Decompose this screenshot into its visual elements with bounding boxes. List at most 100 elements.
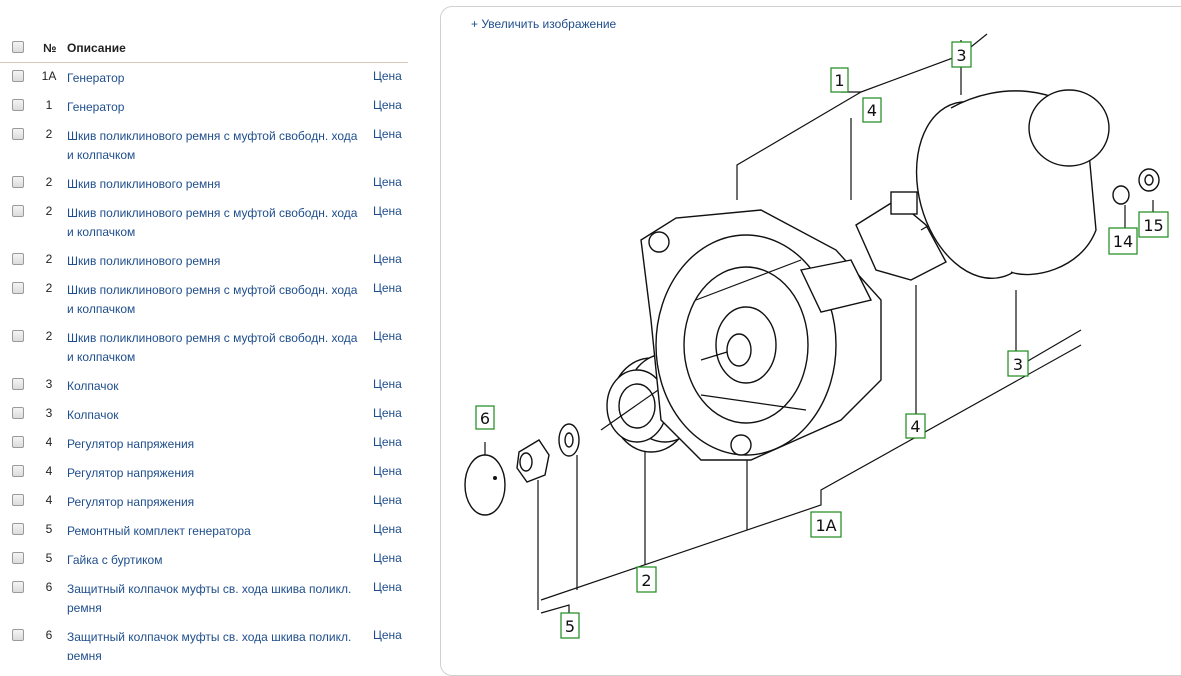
row-checkbox[interactable]	[12, 176, 24, 188]
table-row: 4 Регулятор напряжения Цена	[0, 492, 408, 521]
table-row: 2 Шкив поликлинового ремня с муфтой свобо…	[0, 328, 408, 376]
row-description-link[interactable]: Шкив поликлинового ремня с муфтой свобод…	[67, 331, 358, 364]
svg-text:5: 5	[565, 617, 575, 636]
row-price-link[interactable]: Цена	[373, 69, 402, 83]
row-price-link[interactable]: Цена	[373, 406, 402, 420]
row-checkbox[interactable]	[12, 128, 24, 140]
row-checkbox[interactable]	[12, 465, 24, 477]
callout-6: 6	[475, 405, 495, 430]
row-description-link[interactable]: Генератор	[67, 71, 125, 85]
row-price-link[interactable]: Цена	[373, 522, 402, 536]
row-checkbox[interactable]	[12, 282, 24, 294]
row-price-link[interactable]: Цена	[373, 329, 402, 343]
row-checkbox[interactable]	[12, 99, 24, 111]
row-description-link[interactable]: Ремонтный комплект генератора	[67, 524, 251, 538]
row-checkbox[interactable]	[12, 552, 24, 564]
row-checkbox[interactable]	[12, 581, 24, 593]
row-description-link[interactable]: Колпачок	[67, 408, 119, 422]
row-checkbox[interactable]	[12, 523, 24, 535]
callout-1: 1	[830, 67, 849, 93]
row-description-link[interactable]: Защитный колпачок муфты св. хода шкива п…	[67, 582, 352, 615]
row-number: 4	[45, 493, 53, 507]
part-6-cap	[464, 454, 506, 516]
callout-3-top: 3	[951, 41, 972, 68]
row-price-link[interactable]: Цена	[373, 204, 402, 218]
row-price-link[interactable]: Цена	[373, 493, 402, 507]
row-checkbox[interactable]	[12, 629, 24, 641]
row-number: 2	[45, 127, 53, 141]
row-description-link[interactable]: Шкив поликлинового ремня с муфтой свобод…	[67, 283, 358, 316]
alternator-exploded-diagram: 1 4 3 14 15 3 4 1A 6 2 5	[464, 33, 1169, 639]
row-number: 1A	[41, 69, 57, 83]
part-5-nut-washer	[516, 423, 580, 483]
row-price-link[interactable]: Цена	[373, 377, 402, 391]
row-price-link[interactable]: Цена	[373, 252, 402, 266]
table-row: 3 Колпачок Цена	[0, 376, 408, 405]
table-row: 1A Генератор Цена	[0, 68, 408, 97]
callout-3-bottom: 3	[1007, 350, 1029, 377]
row-description-link[interactable]: Шкив поликлинового ремня	[67, 177, 221, 191]
row-number: 5	[45, 522, 53, 536]
row-number: 6	[45, 580, 53, 594]
row-number: 2	[45, 175, 53, 189]
row-checkbox[interactable]	[12, 494, 24, 506]
callout-1A: 1A	[810, 511, 842, 538]
table-row: 5 Гайка с буртиком Цена	[0, 550, 408, 579]
row-price-link[interactable]: Цена	[373, 435, 402, 449]
row-price-link[interactable]: Цена	[373, 175, 402, 189]
row-checkbox[interactable]	[12, 436, 24, 448]
svg-text:4: 4	[867, 101, 877, 120]
row-checkbox[interactable]	[12, 205, 24, 217]
row-number: 2	[45, 329, 53, 343]
row-price-link[interactable]: Цена	[373, 464, 402, 478]
row-price-link[interactable]: Цена	[373, 628, 402, 642]
row-number: 6	[45, 628, 53, 642]
row-checkbox[interactable]	[12, 378, 24, 390]
column-description-header: Описание	[67, 41, 126, 55]
row-number: 2	[45, 252, 53, 266]
row-description-link[interactable]: Шкив поликлинового ремня с муфтой свобод…	[67, 129, 358, 162]
row-description-link[interactable]: Генератор	[67, 100, 125, 114]
zoom-image-link[interactable]: + Увеличить изображение	[471, 17, 617, 31]
table-row: 2 Шкив поликлинового ремня Цена	[0, 251, 408, 280]
svg-text:1: 1	[834, 71, 844, 90]
svg-text:3: 3	[1013, 355, 1023, 374]
table-row: 6 Защитный колпачок муфты св. хода шкива …	[0, 627, 408, 660]
svg-text:14: 14	[1113, 232, 1133, 251]
row-description-link[interactable]: Защитный колпачок муфты св. хода шкива п…	[67, 630, 352, 660]
row-number: 3	[45, 406, 53, 420]
row-price-link[interactable]: Цена	[373, 551, 402, 565]
svg-text:3: 3	[956, 46, 966, 65]
row-description-link[interactable]: Регулятор напряжения	[67, 466, 195, 480]
table-row: 2 Шкив поликлинового ремня с муфтой свобо…	[0, 126, 408, 174]
row-description-link[interactable]: Шкив поликлинового ремня	[67, 254, 221, 268]
row-description-link[interactable]: Шкив поликлинового ремня с муфтой свобод…	[67, 206, 358, 239]
part-3-cover	[915, 89, 1110, 280]
row-checkbox[interactable]	[12, 253, 24, 265]
part-14-15-nuts	[1112, 168, 1160, 205]
row-description-link[interactable]: Регулятор напряжения	[67, 495, 195, 509]
svg-text:1A: 1A	[815, 516, 836, 535]
row-number: 5	[45, 551, 53, 565]
row-price-link[interactable]: Цена	[373, 580, 402, 594]
row-description-link[interactable]: Гайка с буртиком	[67, 553, 163, 567]
row-price-link[interactable]: Цена	[373, 281, 402, 295]
row-price-link[interactable]: Цена	[373, 127, 402, 141]
table-row: 2 Шкив поликлинового ремня с муфтой свобо…	[0, 203, 408, 251]
row-description-link[interactable]: Колпачок	[67, 379, 119, 393]
row-price-link[interactable]: Цена	[373, 98, 402, 112]
row-number: 2	[45, 204, 53, 218]
table-row: 5 Ремонтный комплект генератора Цена	[0, 521, 408, 550]
svg-text:2: 2	[641, 571, 651, 590]
row-checkbox[interactable]	[12, 70, 24, 82]
svg-text:15: 15	[1143, 216, 1163, 235]
select-all-checkbox[interactable]	[12, 41, 24, 53]
row-number: 3	[45, 377, 53, 391]
row-description-link[interactable]: Регулятор напряжения	[67, 437, 195, 451]
table-row: 6 Защитный колпачок муфты св. хода шкива …	[0, 579, 408, 627]
row-checkbox[interactable]	[12, 407, 24, 419]
row-checkbox[interactable]	[12, 330, 24, 342]
svg-text:4: 4	[910, 417, 920, 436]
